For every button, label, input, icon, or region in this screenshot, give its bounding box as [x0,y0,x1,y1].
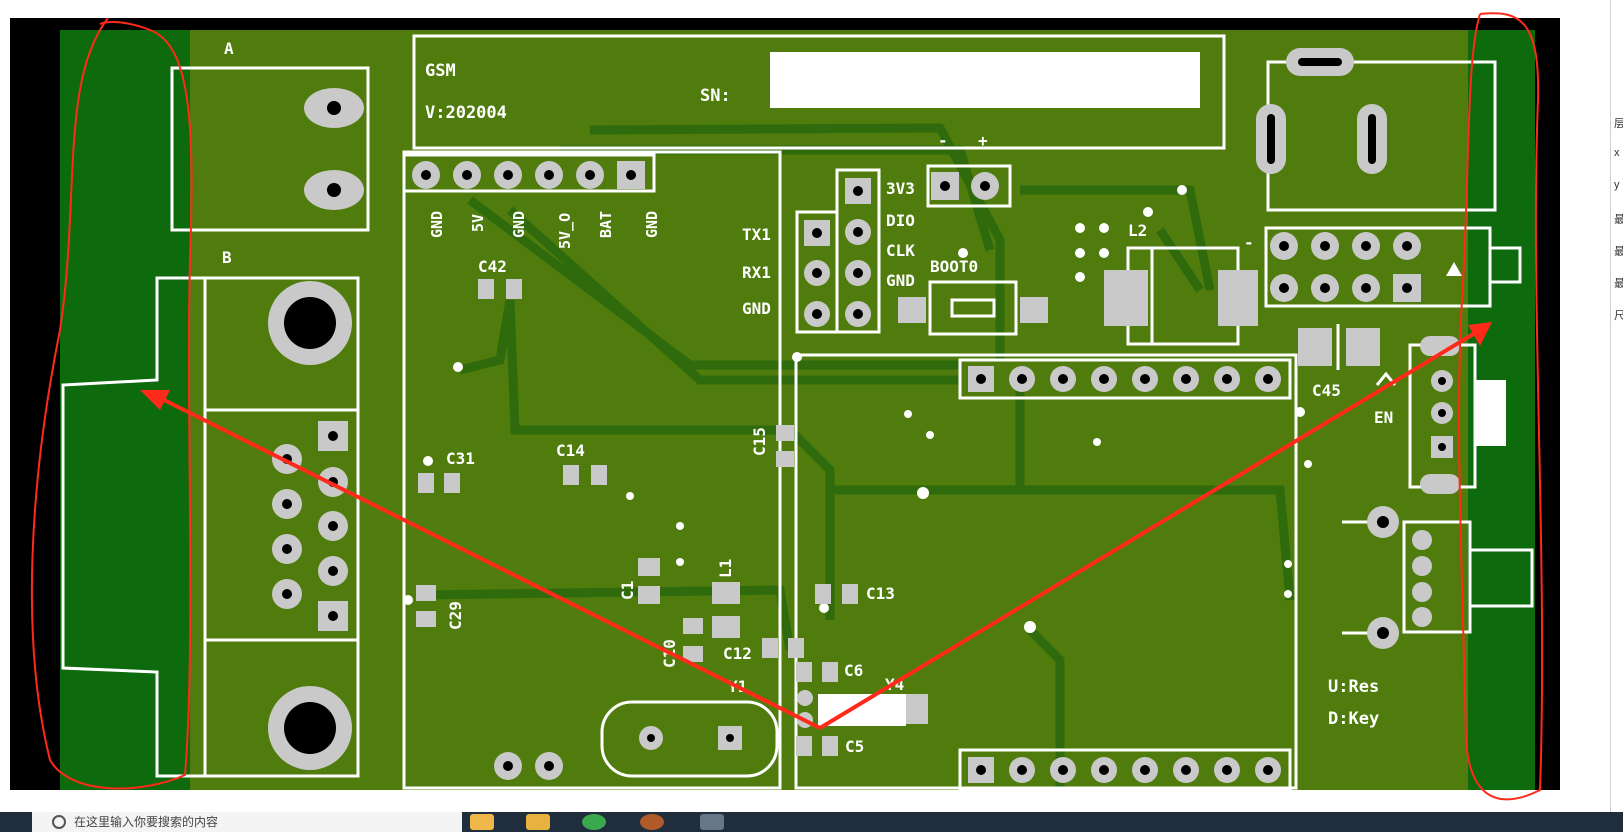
module-outline [402,150,782,790]
component-label: C42 [478,257,507,276]
app-icon[interactable] [700,814,724,830]
component-label: C14 [556,441,585,460]
connector-b-outline [203,276,360,778]
search-placeholder: 在这里输入你要搜索的内容 [74,815,219,829]
header-pads [412,161,645,189]
panel-char: 层 [1614,118,1623,130]
panel-char: 最 [1614,214,1623,226]
component-label: C6 [844,661,863,680]
pin-label: GND [428,211,446,238]
panel-char: x [1614,147,1620,159]
task-view-icon[interactable] [470,814,494,830]
property-panel: 层 x y 最 最 最 尺 [1610,0,1623,812]
app-icon[interactable] [640,814,664,830]
connector-a-label: A [224,39,234,58]
right-header-pads [1270,232,1421,302]
search-icon [52,815,66,829]
project-name: GSM [425,61,456,81]
crystal-y1 [600,700,779,778]
boot-switch [928,280,1018,336]
serial-label: SN: [700,86,731,106]
swd-label: CLK [886,241,915,260]
version-label: V:202004 [425,103,507,123]
vias [403,185,1312,633]
en-label: EN [1374,408,1393,427]
component-label: L1 [716,559,735,578]
connector-a-outline [170,66,370,232]
file-explorer-icon[interactable] [526,814,550,830]
module-bottom-pads [968,757,1281,783]
db9-pins [272,421,348,631]
panel-char: y [1614,179,1620,191]
smd-pads [416,279,928,756]
pin-label: 5V [469,214,487,232]
taskbar-search-box[interactable]: 在这里输入你要搜索的内容 [32,812,462,832]
browser-icon[interactable] [582,814,606,830]
component-label: C15 [750,427,769,456]
component-label: C29 [446,601,465,630]
uart-label: GND [742,299,771,318]
left-edge-strip [60,30,190,790]
gsm-module-outline [794,353,1298,790]
swd-label: 3V3 [886,179,915,198]
pcb-board: A B GSM V:202004 SN: GND 5V GND 5V_O BAT… [10,12,1560,801]
component-label: C12 [723,644,752,663]
component-label: C5 [845,737,864,756]
uart-label: RX1 [742,263,771,282]
component-label: C45 [1312,381,1341,400]
button-legend: D:Key [1328,709,1379,729]
module-top-pads [968,366,1281,392]
component-label: L2 [1128,221,1147,240]
polarity-mark: - [1244,233,1254,252]
panel-char: 尺 [1614,310,1623,322]
title-block-outline [412,34,1226,150]
uart-label: TX1 [742,225,771,244]
panel-char: 最 [1614,246,1623,258]
power-pin-label: - [938,131,948,150]
pin-label: 5V_O [556,213,574,249]
swd-label: DIO [886,211,915,230]
swd-label: GND [886,271,915,290]
component-label: C13 [866,584,895,603]
component-label: C1 [618,581,637,600]
panel-char: 最 [1614,278,1623,290]
annotation-arrows [140,322,1492,730]
component-label: C31 [446,449,475,468]
pin-label: GND [643,211,661,238]
serial-box [770,52,1200,108]
uart-pads [804,178,871,327]
pin-label: BAT [597,211,615,238]
pin-label: GND [510,211,528,238]
annotation-circles [30,12,1544,801]
boot-label: BOOT0 [930,257,978,276]
button-legend: U:Res [1328,677,1379,697]
connector-b-label: B [222,248,232,267]
power-pin-label: + [978,131,988,150]
